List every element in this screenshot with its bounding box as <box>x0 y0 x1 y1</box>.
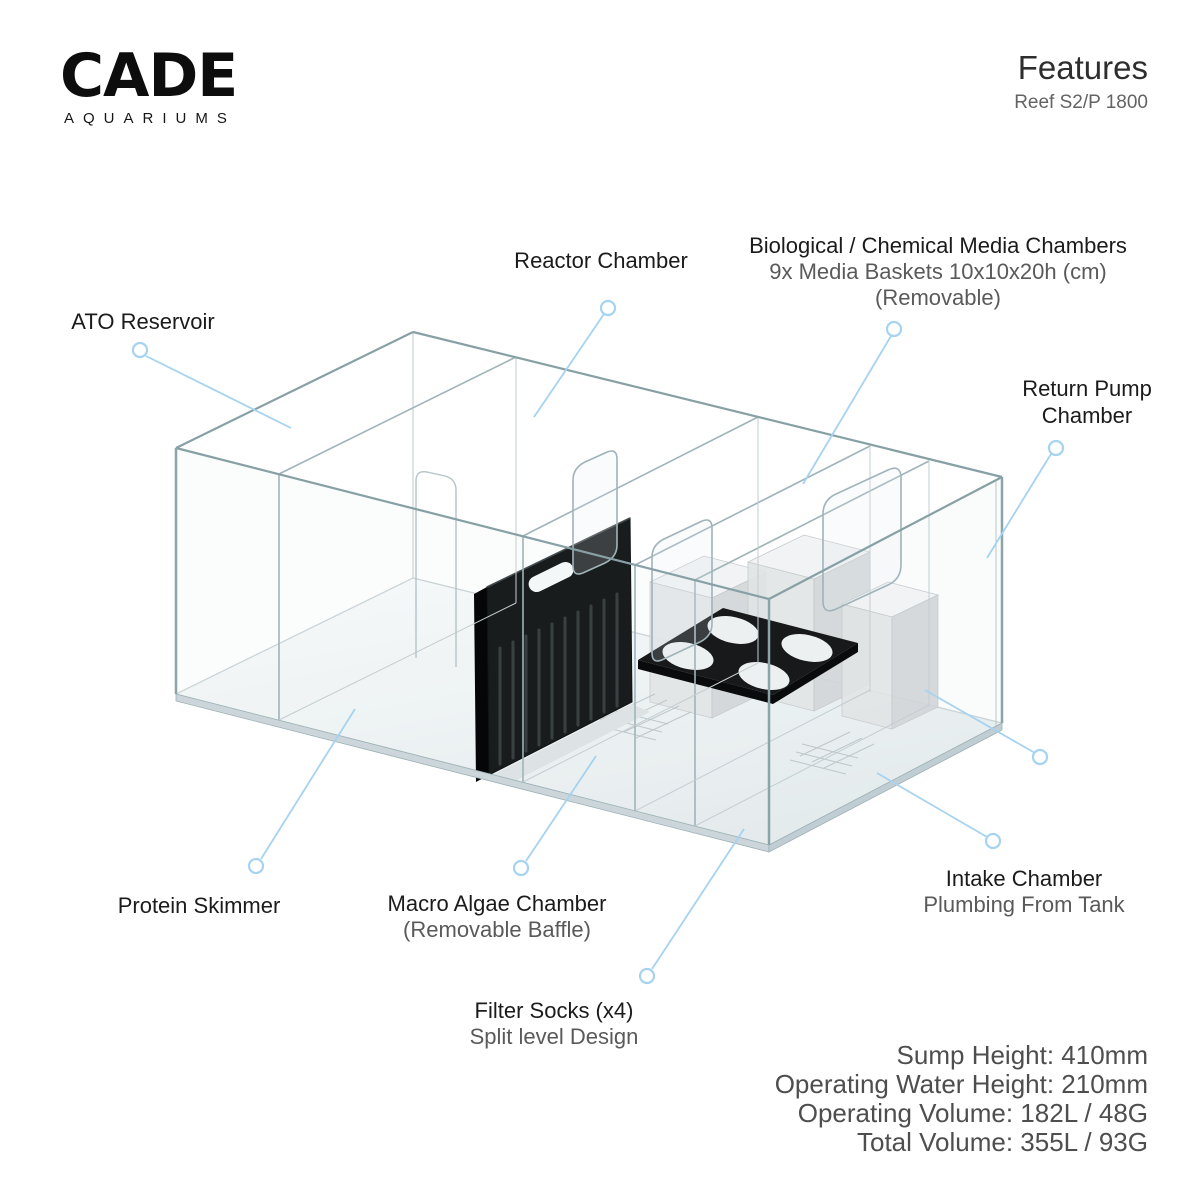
leader-dot <box>131 341 149 359</box>
label-filter-socks: Filter Socks (x4) Split level Design <box>470 998 639 1050</box>
label-title: Intake Chamber <box>945 866 1103 891</box>
leader-macro-algae <box>512 755 597 877</box>
leader-dot <box>885 320 903 338</box>
spec-operating-water-height: Operating Water Height: 210mm <box>774 1069 1148 1099</box>
filter-sock-plate <box>638 608 858 704</box>
leader-dot <box>1047 439 1065 457</box>
label-ato-reservoir: ATO Reservoir <box>71 309 214 335</box>
spec-total-volume: Total Volume: 355L / 93G <box>856 1127 1148 1157</box>
leader-dot <box>247 857 265 875</box>
leader-lines <box>131 299 1065 985</box>
spec-list: Sump Height: 410mm Operating Water Heigh… <box>775 1041 1148 1157</box>
tank-outer-edges <box>174 330 1004 853</box>
leader-filter-socks <box>638 828 745 985</box>
spec-operating-volume: Operating Volume: 182L / 48G <box>797 1098 1148 1128</box>
leader-ato <box>131 341 292 429</box>
media-basket <box>840 581 940 730</box>
label-biochem-media: Biological / Chemical Media Chambers 9x … <box>749 233 1127 311</box>
glass-rounded-panels <box>415 450 902 667</box>
label-title: Biological / Chemical Media Chambers <box>749 233 1127 258</box>
leader-protein-skimmer <box>247 708 356 875</box>
label-title: Protein Skimmer <box>117 893 281 918</box>
label-subtitle: 9x Media Baskets 10x10x20h (cm) <box>769 259 1107 284</box>
label-subtitle: (Removable) <box>875 285 1001 310</box>
baffle-slots <box>498 592 619 766</box>
label-intake-chamber: Intake Chamber Plumbing From Tank <box>923 866 1124 918</box>
label-reactor-chamber: Reactor Chamber <box>514 248 688 274</box>
leader-dot <box>512 859 530 877</box>
page-title: Features <box>1017 49 1148 86</box>
leader-intake <box>876 772 1002 850</box>
filter-sock-holes <box>662 616 833 690</box>
brand-logo-text: CADE <box>60 41 238 111</box>
page-header: Features Reef S2/P 1800 <box>1014 48 1148 114</box>
label-title: Macro Algae Chamber <box>387 891 607 916</box>
label-protein-skimmer: Protein Skimmer <box>118 893 281 919</box>
label-subtitle: Plumbing From Tank <box>923 892 1125 917</box>
leader-return-pump-lower <box>924 689 1049 766</box>
leader-reactor <box>533 299 617 418</box>
spec-sump-height: Sump Height: 410mm <box>896 1040 1148 1070</box>
leader-dot <box>638 967 656 985</box>
label-title: Filter Socks (x4) <box>474 998 634 1023</box>
label-title: Reactor Chamber <box>514 248 688 273</box>
label-title: ATO Reservoir <box>71 309 215 334</box>
brand-logo: CADE AQUARIUMS <box>60 41 238 127</box>
glass-dividers <box>278 356 930 827</box>
leader-biochem <box>802 320 903 485</box>
label-subtitle: Split level Design <box>469 1024 639 1049</box>
leader-dot <box>599 299 617 317</box>
leader-dot <box>984 832 1002 850</box>
baffle-handle-slot <box>528 561 574 593</box>
label-macro-algae: Macro Algae Chamber (Removable Baffle) <box>388 891 607 943</box>
brand-logo-subtext: AQUARIUMS <box>64 110 236 127</box>
reactor-bracket <box>415 471 457 667</box>
page-subtitle: Reef S2/P 1800 <box>1014 92 1148 113</box>
leader-dot <box>1031 748 1049 766</box>
label-return-pump: Return Pump Chamber <box>997 375 1177 429</box>
leader-return-pump <box>986 439 1065 559</box>
label-subtitle: (Removable Baffle) <box>403 917 591 942</box>
label-title: Return Pump Chamber <box>1022 376 1152 428</box>
